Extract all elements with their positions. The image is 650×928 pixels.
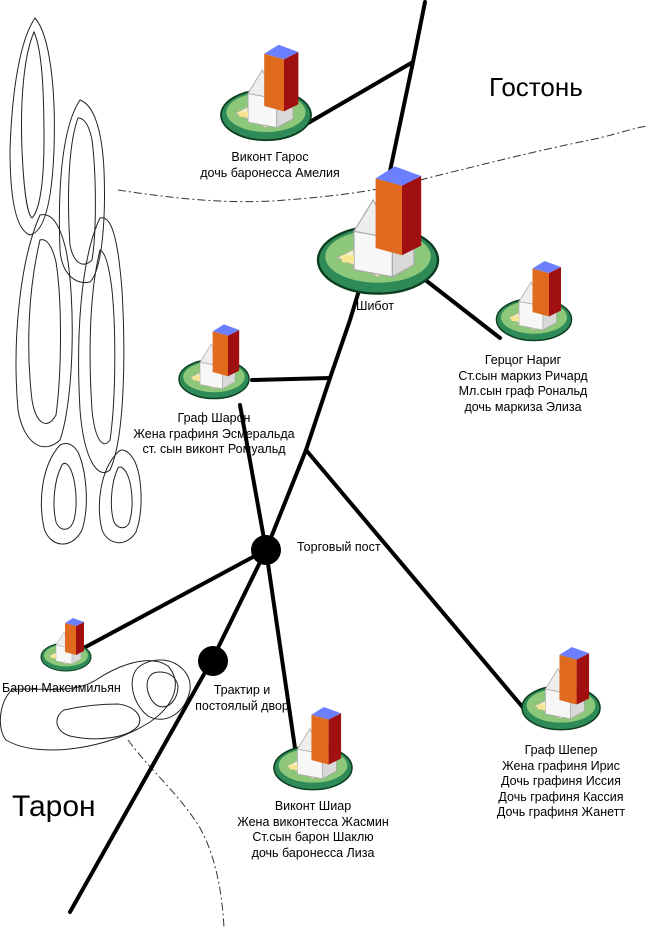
label-shibot: Шибот (355, 299, 394, 313)
label-viscount-shiar: Виконт Шиар Жена виконтесса Жасмин Ст.сы… (237, 799, 389, 860)
label-duke-narig: Герцог Нариг Ст.сын маркиз Ричард Мл.сын… (458, 353, 588, 414)
label-viscount-garos: Виконт Гарос дочь баронесса Амелия (200, 150, 340, 180)
label-count-sharon: Граф Шарон Жена графиня Эсмеральда ст. с… (133, 411, 295, 456)
label-baron-maximilian: Барон Максимильян (2, 681, 121, 695)
waypoint-dot-icon (198, 535, 281, 676)
region-taron: Тарон (12, 790, 96, 823)
label-tavern: Трактир и постоялый двор (195, 683, 289, 713)
label-count-sheper: Граф Шепер Жена графиня Ирис Дочь графин… (496, 743, 626, 819)
roads (68, 0, 527, 914)
label-trading-post: Торговый пост (297, 540, 381, 554)
region-goston: Гостонь (489, 72, 583, 102)
terrain-contours (0, 17, 191, 751)
